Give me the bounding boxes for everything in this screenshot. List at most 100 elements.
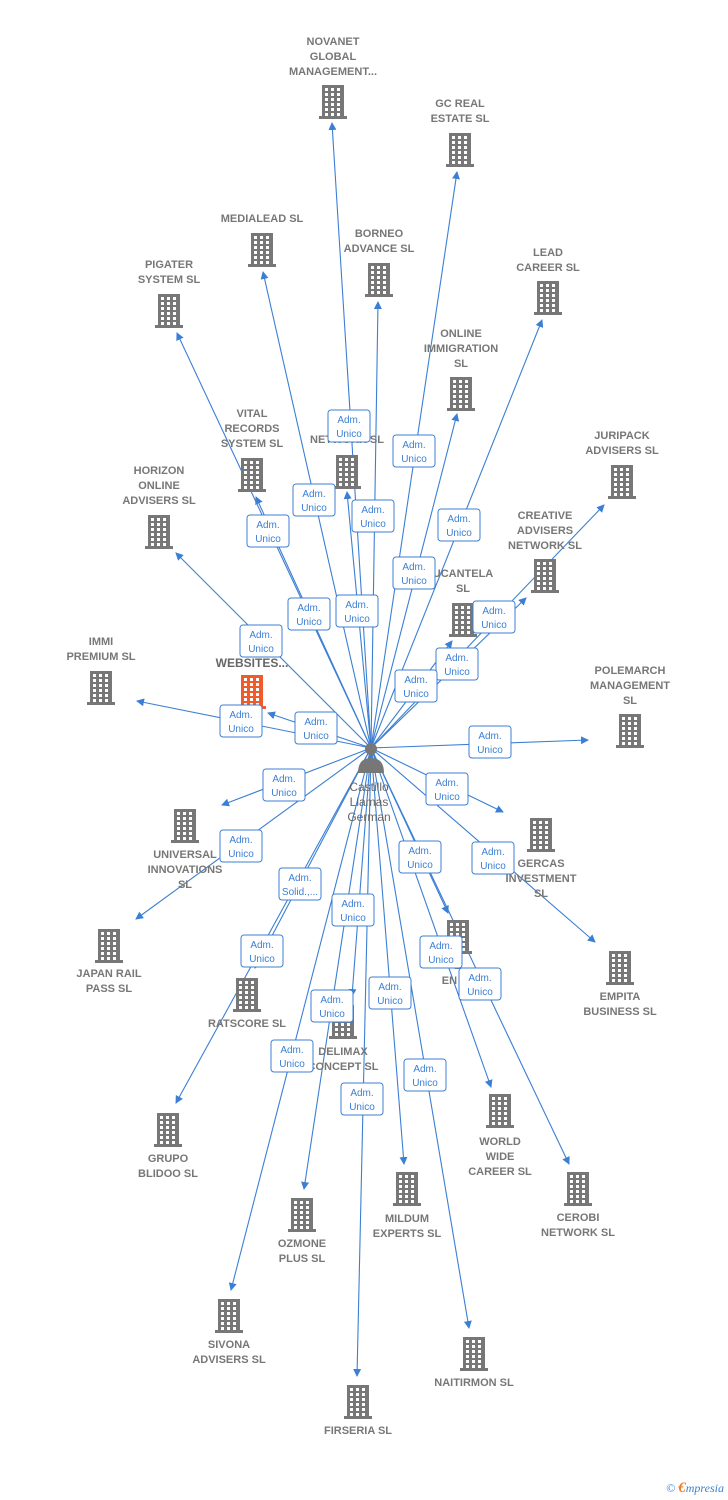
role-tag-text: Unico [467,987,493,998]
company-label-line: GC REAL [435,98,485,110]
role-tag-text: Unico [303,731,329,742]
role-tag-text: Unico [480,861,506,872]
role-tag-novanet[interactable]: Adm.Unico [327,409,371,443]
role-tag-online[interactable]: Adm.Unico [392,556,436,590]
role-tag-bzen[interactable]: Adm.Unico [398,840,442,874]
company-label-line: JAPAN RAIL [76,968,141,980]
role-tag-ucantela[interactable]: Adm.Unico [394,669,438,703]
role-tag-universal[interactable]: Adm.Unico [262,768,306,802]
role-tag-box [472,600,516,634]
role-tag-immi[interactable]: Adm.Unico [219,704,263,738]
role-tag-vital[interactable]: Adm.Unico [287,597,331,631]
role-tag-text: Adm. [229,835,252,846]
role-tag-ratscore[interactable]: Adm.Solid.,... [278,867,322,901]
role-tag-naitirmon[interactable]: Adm. Unico [403,1058,447,1092]
role-tag-text: Unico [319,1009,345,1020]
role-tag-box [392,556,436,590]
role-tag-delimax[interactable]: Adm.Unico [331,893,375,927]
edge-naitirmon [370,747,472,1329]
role-tag-text: Adm. [320,995,343,1006]
edge-grupo [175,747,372,1104]
role-tag-world[interactable]: Adm.Unico [419,935,463,969]
role-tag-network[interactable]: Adm.Unico [335,594,379,628]
role-tag-text: Unico [401,576,427,587]
company-label-line: HORIZON [134,465,185,477]
role-tag-text: Adm. [413,1064,436,1075]
building-icon [215,1299,243,1333]
role-tag-japan[interactable]: Adm.Unico [219,829,263,863]
role-tag-creative[interactable]: Adm.Unico [435,647,479,681]
role-tag-websites[interactable]: Adm.Unico [294,711,338,745]
role-tag-firseria[interactable]: Adm.Unico [340,1082,384,1116]
company-label-line: EMPITA [600,991,641,1003]
role-tag-text: Adm. [341,899,364,910]
role-tag-gcreal[interactable]: Adm.Unico [392,434,436,468]
building-icon [155,294,183,328]
role-tag-pigater[interactable]: Adm.Unico [246,514,290,548]
brand-name: mpresia [685,1481,724,1495]
company-node-naitirmon[interactable]: NAITIRMON SL [434,1337,514,1389]
role-tag-text: Unico [481,620,507,631]
role-tag-gercas[interactable]: Adm.Unico [425,772,469,806]
company-label-line: CONCEPT SL [308,1061,379,1073]
building-icon [527,818,555,852]
role-tag-grupo[interactable]: Adm.Unico [240,934,284,968]
building-icon [288,1198,316,1232]
role-tag-lead[interactable]: Adm.Unico [437,508,481,542]
role-tag-medialead[interactable]: Adm.Unico [292,483,336,517]
role-tag-cerobi[interactable]: Adm.Unico [458,967,502,1001]
company-label-line: PREMIUM SL [66,651,135,663]
role-tag-borneo[interactable]: Adm.Unico [351,499,395,533]
company-label-line: CREATIVE [518,510,573,522]
building-icon [606,951,634,985]
building-icon [534,281,562,315]
role-tag-text: Unico [255,534,281,545]
company-node-novanet[interactable]: NOVANETGLOBALMANAGEMENT... [289,36,377,119]
role-tag-ozmone[interactable]: Adm. Unico [310,989,354,1023]
role-tag-sivona[interactable]: Adm.Unico [270,1039,314,1073]
company-node-firseria[interactable]: FIRSERIA SL [324,1385,392,1437]
role-tag-horizon[interactable]: Adm.Unico [239,624,283,658]
role-tag-empita[interactable]: Adm.Unico [471,841,515,875]
role-tag-juripack[interactable]: Adm.Unico [472,600,516,634]
company-node-medialead[interactable]: MEDIALEAD SL [221,213,304,267]
company-label-line: FIRSERIA SL [324,1425,392,1437]
role-tag-text: Adm. [229,710,252,721]
edge-ratscore [254,747,372,969]
role-tag-text: Unico [271,788,297,799]
building-icon [238,675,266,709]
role-tag-text: Unico [412,1078,438,1089]
building-icon [608,465,636,499]
company-node-ratscore[interactable]: RATSCORE SL [208,978,286,1030]
role-tag-polemarch[interactable]: Adm.Unico [468,725,512,759]
company-label-line: GLOBAL [310,51,357,63]
role-tag-text: Adm. [337,415,360,426]
edge-world [370,747,493,1088]
building-icon [238,458,266,492]
role-tag-mildum[interactable]: Adm.Unico [368,976,412,1010]
building-icon [616,714,644,748]
